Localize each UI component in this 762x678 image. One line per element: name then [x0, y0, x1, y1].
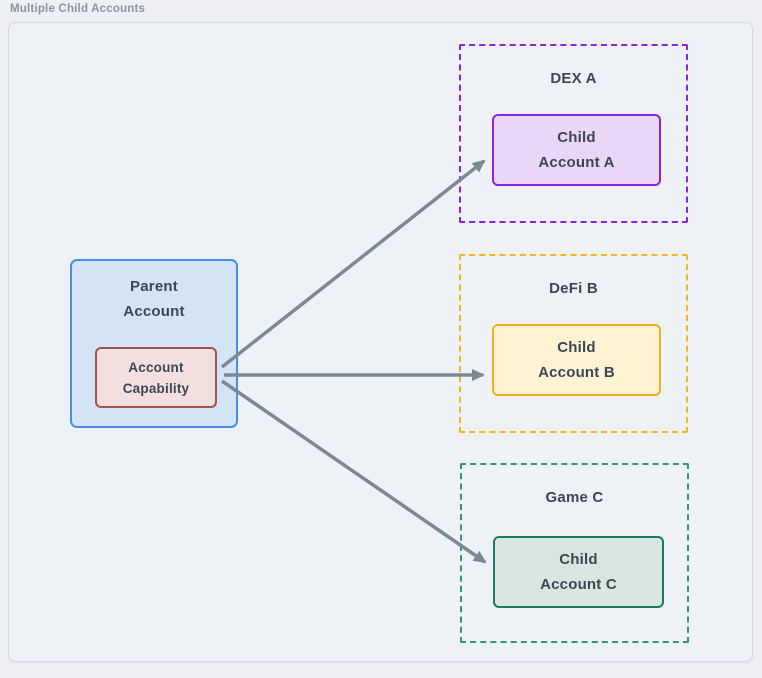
diagram-panel: Parent Account Account Capability DEX A … [8, 22, 753, 662]
parent-account-label-line1: Parent [130, 278, 178, 295]
diagram-title: Multiple Child Accounts [10, 3, 146, 15]
account-capability-label-line1: Account [128, 359, 184, 375]
account-capability-label-line2: Capability [122, 380, 190, 396]
parent-account-label-line2: Account [123, 303, 185, 320]
group-defi-b: DeFi B Child Account B [459, 254, 688, 433]
group-defi-b-label: DeFi B [549, 280, 598, 297]
group-game-c: Game C Child Account C [460, 463, 689, 643]
parent-account-box: Parent Account Account Capability [70, 259, 238, 428]
child-account-c-box: Child Account C [493, 536, 664, 608]
child-account-a-label-line1: Child [557, 129, 596, 146]
child-account-c-label-line2: Account C [540, 576, 617, 593]
child-account-b-label-line2: Account B [538, 364, 615, 381]
account-capability-box: Account Capability [95, 347, 217, 408]
child-account-b-box: Child Account B [492, 324, 661, 396]
group-dex-a-label: DEX A [550, 70, 597, 87]
child-account-b-label-line1: Child [557, 339, 596, 356]
child-account-a-label-line2: Account A [538, 154, 615, 171]
parent-account-label: Parent Account [72, 274, 236, 324]
child-account-a-box: Child Account A [492, 114, 661, 186]
group-game-c-label: Game C [545, 489, 604, 506]
child-account-c-label-line1: Child [559, 551, 598, 568]
group-dex-a: DEX A Child Account A [459, 44, 688, 223]
